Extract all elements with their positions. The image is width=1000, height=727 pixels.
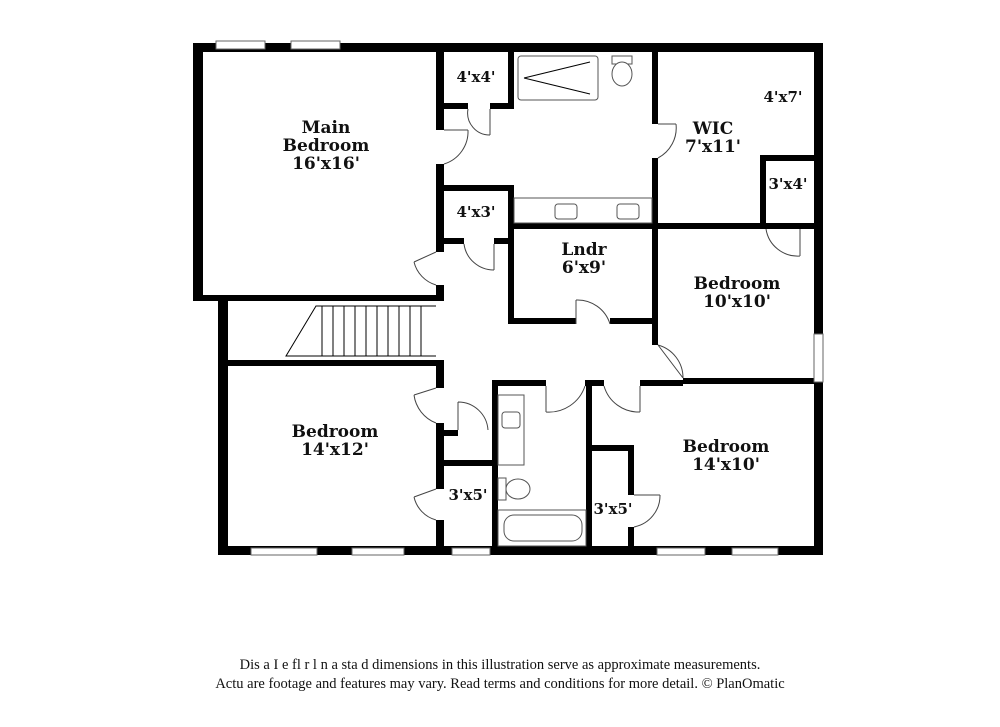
door [413,251,437,286]
laundry-label: Lndr [561,240,607,260]
door [443,129,469,165]
wic-label: WIC [692,119,734,139]
door [413,488,437,521]
staircase [285,305,436,357]
door [413,387,437,424]
door [463,243,495,271]
door [467,108,491,136]
window [215,40,266,50]
bedroom-sw-label: Bedroom [292,422,379,442]
door [545,385,586,413]
closet-4x3-dims: 4'x3' [456,203,495,221]
closet-3x4-dims: 3'x4' [768,175,807,193]
closet-4x7-dims: 4'x7' [763,88,802,106]
bedroom-ne-dims: 10'x10' [703,292,771,312]
doors [413,108,801,528]
room-labels: Main Bedroom 16'x16' 4'x4' 4'x3' WIC 7'x… [283,68,808,518]
bedroom-se-dims: 14'x10' [692,455,760,475]
window [351,547,405,556]
closet-3x5-right-dims: 3'x5' [593,500,632,518]
door [633,494,661,528]
window [250,547,318,556]
laundry-dims: 6'x9' [562,258,606,278]
main-bedroom-label: Bedroom [283,136,370,156]
interior-walls [203,52,814,555]
window [731,547,779,556]
door [765,228,801,257]
toilet-fixture [497,477,507,501]
door [657,123,677,159]
bedroom-se-label: Bedroom [683,437,770,457]
door [457,401,489,431]
windows [215,40,824,556]
sink-fixture [497,394,525,466]
window [451,547,491,556]
main-bedroom-label: Main [302,118,351,138]
bedroom-ne-label: Bedroom [694,274,781,294]
disclaimer-line-2: Actu are footage and features may vary. … [215,676,785,692]
fixtures [497,55,653,547]
door [603,385,641,413]
window [290,40,341,50]
shower-fixture [517,55,599,101]
bedroom-sw-dims: 14'x12' [301,440,369,460]
window [656,547,706,556]
door [575,299,611,325]
window [813,333,824,383]
closet-3x5-left-dims: 3'x5' [448,486,487,504]
closet-4x4-dims: 4'x4' [456,68,495,86]
door [657,344,684,379]
disclaimer-line-1: Dis a I e fl r l n a sta d dimensions in… [239,657,761,673]
wic-dims: 7'x11' [685,137,741,157]
main-bedroom-dims: 16'x16' [292,154,360,174]
